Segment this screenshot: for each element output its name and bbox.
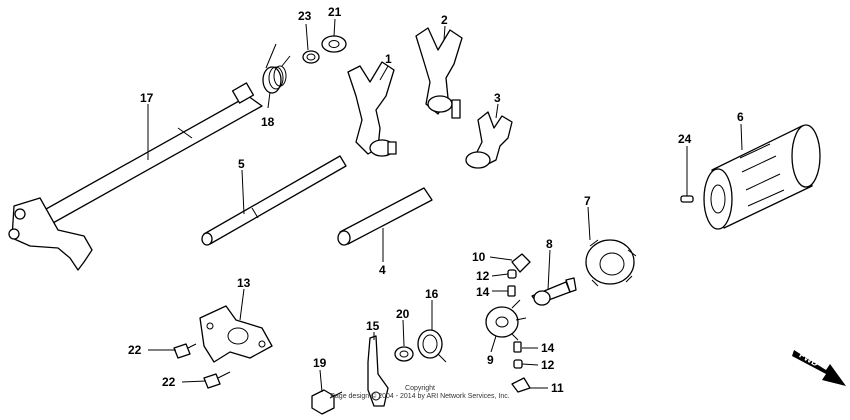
- callout-6: 6: [737, 110, 744, 124]
- gearshift-spindle[interactable]: [8, 82, 263, 271]
- leader-lines: [147, 18, 743, 393]
- arm-washer[interactable]: [394, 346, 414, 362]
- callout-22-lower: 22: [162, 375, 176, 389]
- shift-fork-2[interactable]: [415, 27, 463, 119]
- return-spring[interactable]: [262, 43, 291, 94]
- callout-15: 15: [366, 319, 380, 333]
- stopper-bolt[interactable]: [531, 277, 577, 306]
- washer[interactable]: [321, 35, 347, 53]
- callout-16: 16: [425, 287, 439, 301]
- shifter-spring[interactable]: [417, 329, 447, 363]
- collar-upper[interactable]: [507, 269, 517, 279]
- callout-3: 3: [494, 91, 501, 105]
- callout-labels: 17 18 23 21 1 2 3 5 4 6 24 7 8 10 12 14 …: [128, 5, 744, 395]
- neutral-switch-rotor[interactable]: [511, 253, 531, 273]
- shift-fork-1[interactable]: [347, 61, 397, 157]
- callout-2: 2: [441, 13, 448, 27]
- copyright-line-2: Page design © 2004 - 2014 by ARI Network…: [330, 393, 510, 400]
- callout-8: 8: [546, 237, 553, 251]
- drum-stopper[interactable]: [485, 299, 527, 341]
- dowel-pin[interactable]: [680, 195, 694, 203]
- shift-fork-shaft-long[interactable]: [201, 155, 347, 246]
- callout-17: 17: [140, 91, 154, 105]
- spring-upper[interactable]: [507, 285, 516, 297]
- callout-4: 4: [379, 263, 386, 277]
- spring-lower[interactable]: [513, 341, 522, 353]
- fwd-arrow-icon: FWD: [792, 350, 846, 386]
- bolt-lower[interactable]: [203, 371, 231, 389]
- callout-19: 19: [313, 356, 327, 370]
- collar-lower[interactable]: [513, 359, 523, 369]
- callout-18: 18: [261, 115, 275, 129]
- drum-center[interactable]: [585, 239, 637, 287]
- bolt-19[interactable]: [311, 389, 343, 415]
- callout-21: 21: [328, 5, 342, 19]
- callout-10: 10: [472, 250, 486, 264]
- callout-5: 5: [238, 157, 245, 171]
- spring-collar[interactable]: [302, 50, 320, 64]
- callout-7: 7: [584, 194, 591, 208]
- callout-20: 20: [396, 307, 410, 321]
- callout-22-upper: 22: [128, 343, 142, 357]
- callout-11: 11: [551, 381, 564, 395]
- callout-12-lower: 12: [541, 358, 555, 372]
- callout-14-upper: 14: [476, 285, 490, 299]
- callout-12-upper: 12: [476, 269, 490, 283]
- callout-1: 1: [385, 52, 392, 66]
- shift-fork-3[interactable]: [465, 111, 513, 169]
- copyright-line-1: Copyright: [405, 385, 435, 392]
- shift-drum[interactable]: [703, 124, 821, 230]
- callout-9: 9: [487, 353, 494, 367]
- bolt-upper[interactable]: [173, 343, 197, 359]
- copyright-notice: Copyright Page design © 2004 - 2014 by A…: [300, 385, 540, 401]
- shifter-arm[interactable]: [367, 335, 389, 407]
- shift-fork-shaft-short[interactable]: [337, 187, 433, 246]
- callout-23: 23: [298, 9, 312, 23]
- callout-24: 24: [678, 132, 692, 146]
- callout-14-lower: 14: [541, 341, 555, 355]
- guide-plate[interactable]: [199, 305, 273, 363]
- callout-13: 13: [237, 276, 251, 290]
